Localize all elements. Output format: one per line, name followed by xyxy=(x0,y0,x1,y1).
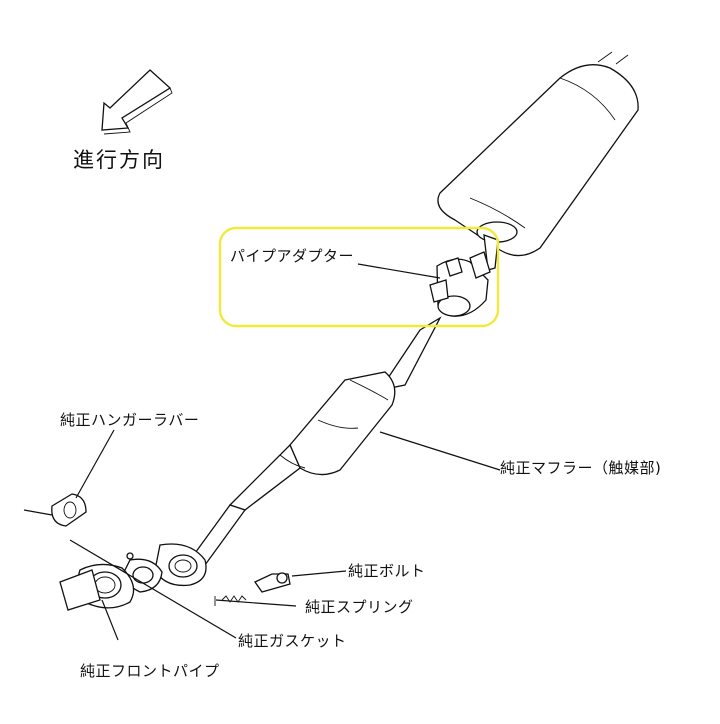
label-front-pipe: 純正フロントパイプ xyxy=(80,662,220,680)
muffler-silencer xyxy=(437,51,639,257)
label-spring: 純正スプリング xyxy=(305,598,414,616)
middle-pipe xyxy=(378,234,499,391)
pipe-adapter-part xyxy=(429,251,491,317)
leader-lines xyxy=(69,263,501,641)
label-muffler: 純正マフラー（触媒部) xyxy=(500,459,662,477)
label-hanger-rubber: 純正ハンガーラバー xyxy=(60,411,200,429)
label-pipe-adapter: パイプアダプター xyxy=(230,247,355,265)
arrow-down-left-icon xyxy=(101,69,173,135)
bolt-spring-part xyxy=(214,572,291,606)
label-gasket: 純正ガスケット xyxy=(238,632,347,650)
highlight-frame xyxy=(218,226,500,328)
catalytic-converter xyxy=(188,371,396,566)
label-bolt: 純正ボルト xyxy=(348,562,426,580)
direction-label: 進行方向 xyxy=(73,148,165,172)
hanger-rubber-part xyxy=(23,493,87,527)
front-pipe-part xyxy=(59,563,135,611)
flange-joint xyxy=(123,543,207,593)
